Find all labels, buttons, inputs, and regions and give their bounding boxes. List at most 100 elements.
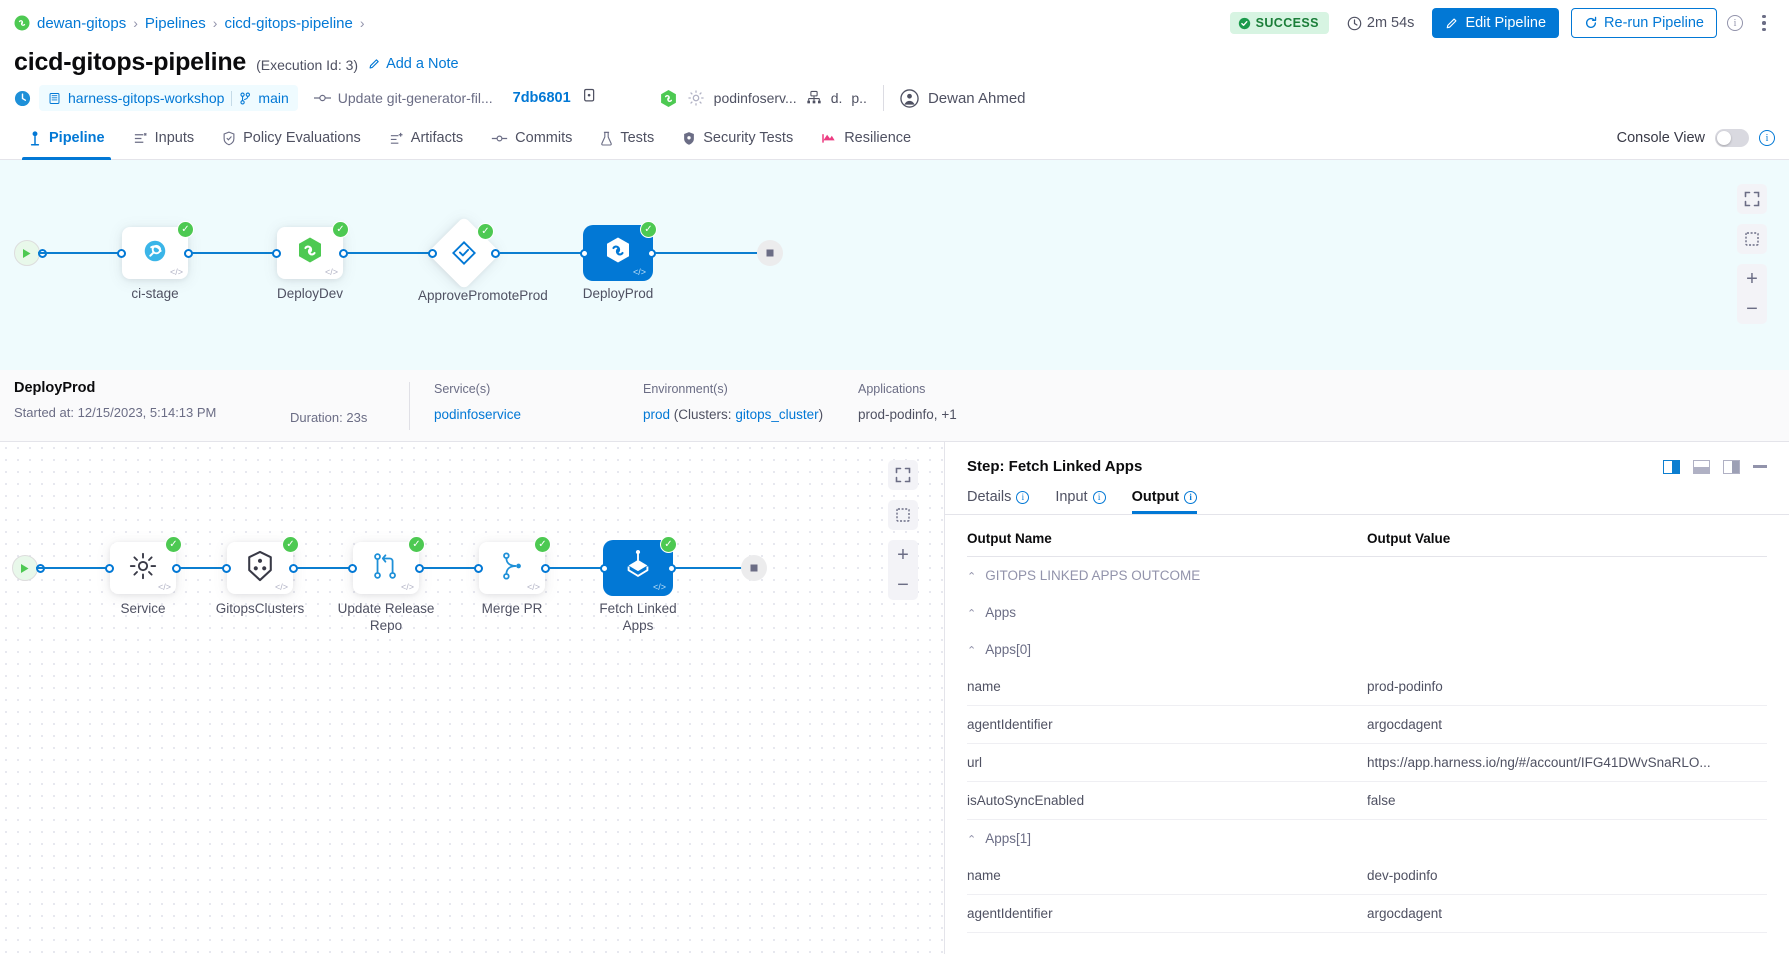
info-icon[interactable]: i [1184,490,1198,504]
layout-floating-icon[interactable] [1723,459,1740,474]
service-link[interactable]: podinfoservice [434,407,522,422]
step-node-box[interactable]: </> ✓ [353,536,425,594]
tab-inputs[interactable]: Inputs [119,117,209,160]
step-graph-canvas[interactable]: + − </> ✓ [0,442,945,954]
tab-commits[interactable]: Commits [477,117,586,160]
fit-screen-icon[interactable] [1737,184,1767,214]
breadcrumb-item-0[interactable]: dewan-gitops [37,14,127,32]
output-table-head: Output Name Output Value [967,515,1767,557]
step-node-update-release-repo[interactable]: </> ✓ Update Release Repo [338,536,434,633]
layout-bottom-icon[interactable] [1693,459,1710,474]
output-value-cell[interactable]: https://app.harness.io/ng/#/account/IFG4… [1367,743,1767,782]
step-node-box-selected[interactable]: </> ✓ [605,536,677,594]
console-view-toggle[interactable] [1715,129,1749,147]
branch-name: main [258,90,289,106]
stage-node-deploydev[interactable]: </> ✓ DeployDev [272,221,349,301]
chevron-up-icon[interactable]: ⌃ [967,834,977,846]
stage-node-approvepromoteprod[interactable]: ✓ ApprovePromoteProd [418,216,548,303]
stage-node-ci-stage[interactable]: </> ✓ ci-stage [117,221,194,301]
fit-screen-icon[interactable] [888,460,918,490]
add-note-button[interactable]: Add a Note [368,56,459,72]
zoom-out-icon[interactable]: − [897,573,909,596]
chevron-up-icon[interactable]: ⌃ [967,571,977,583]
table-row[interactable]: ⌃Apps[1] [967,820,1767,858]
panel-tab-input[interactable]: Input i [1055,489,1106,514]
tab-artifacts[interactable]: Artifacts [375,117,477,160]
step-node-fetch-linked-apps[interactable]: </> ✓ Fetch Linked Apps [599,536,677,633]
pencil-icon [368,57,381,70]
step-node-box[interactable]: </> ✓ [479,536,551,594]
tab-policy-evaluations[interactable]: Policy Evaluations [208,117,375,160]
copy-icon[interactable] [581,88,597,108]
edit-pipeline-button[interactable]: Edit Pipeline [1432,8,1560,38]
chevron-up-icon[interactable]: ⌃ [967,608,977,620]
info-icon[interactable]: i [1092,490,1106,504]
breadcrumb-item-1[interactable]: Pipelines [144,14,206,32]
repo-chip[interactable]: harness-gitops-workshop main [39,85,298,111]
layout-right-icon[interactable] [1663,459,1680,474]
rerun-pipeline-button[interactable]: Re-run Pipeline [1571,8,1717,38]
step-zoom-controls: + − [888,460,918,600]
stage-node-deployprod[interactable]: </> ✓ DeployProd [580,221,657,301]
stage-node-diamond[interactable] [427,216,501,290]
table-row[interactable]: ⌃Apps[0] [967,631,1767,668]
stage-graph-canvas[interactable]: + − </> ✓ ci-stage [0,160,1789,370]
zoom-to-selection-icon[interactable] [1737,224,1767,254]
output-name-text: isAutoSyncEnabled [967,793,1085,808]
output-name-cell: ⌃GITOPS LINKED APPS OUTCOME [967,557,1367,595]
tab-security-tests[interactable]: Security Tests [668,117,807,160]
panel-tab-output[interactable]: Output i [1131,489,1198,514]
execution-id: (Execution Id: 3) [256,57,359,73]
breadcrumb-item-2[interactable]: cicd-gitops-pipeline [224,14,353,32]
edge [423,567,499,569]
edge [500,252,585,254]
info-icon[interactable]: i [1759,130,1775,146]
applications-more[interactable]: +1 [941,407,957,422]
panel-tab-label: Output [1131,489,1180,505]
step-node-service[interactable]: </> ✓ Service [105,536,182,616]
panel-tab-details[interactable]: Details i [967,489,1030,514]
output-name-cell: ⌃Apps[1] [967,820,1367,858]
table-row[interactable]: ⌃GITOPS LINKED APPS OUTCOME [967,557,1767,595]
step-node-box[interactable]: </> ✓ [110,536,182,594]
step-node-gitopsclusters[interactable]: </> ✓ GitopsClusters [216,536,304,616]
chevron-up-icon[interactable]: ⌃ [967,645,977,657]
zoom-in-icon[interactable]: + [897,543,909,566]
edge [347,252,430,254]
step-node-merge-pr[interactable]: </> ✓ Merge PR [474,536,551,616]
commit-id[interactable]: 7db6801 [512,90,571,106]
zoom-to-selection-icon[interactable] [888,500,918,530]
tab-pipeline[interactable]: Pipeline [14,117,119,160]
step-node-box[interactable]: </> ✓ [227,536,299,594]
table-row[interactable]: ⌃Apps [967,594,1767,631]
output-table-wrapper[interactable]: Output Name Output Value ⌃GITOPS LINKED … [945,515,1789,954]
tab-tests[interactable]: Tests [586,117,668,160]
stage-node-box[interactable]: </> ✓ [122,221,194,279]
stage-node-box[interactable]: </> ✓ [277,221,349,279]
edge [36,567,110,569]
info-icon[interactable]: i [1727,15,1743,31]
success-check-icon: ✓ [165,536,182,553]
zoom-in-icon[interactable]: + [1746,267,1758,290]
tab-resilience[interactable]: Resilience [807,117,925,160]
console-view-label: Console View [1616,130,1705,146]
collapse-panel-icon[interactable] [1753,465,1767,468]
stage-start-node [14,240,47,266]
breadcrumb-sep: › [133,15,138,31]
more-options-icon[interactable] [1753,14,1775,32]
cluster-link[interactable]: gitops_cluster [735,407,819,422]
output-value-cell [1367,594,1767,631]
stage-node-box-selected[interactable]: </> ✓ [585,221,657,279]
code-icon: </> [400,582,414,592]
zoom-out-icon[interactable]: − [1746,297,1758,320]
col-output-value: Output Value [1367,515,1767,557]
panel-tabs: Details i Input i Output i [945,475,1789,515]
info-icon[interactable]: i [1016,490,1030,504]
environment-link[interactable]: prod [643,407,671,422]
